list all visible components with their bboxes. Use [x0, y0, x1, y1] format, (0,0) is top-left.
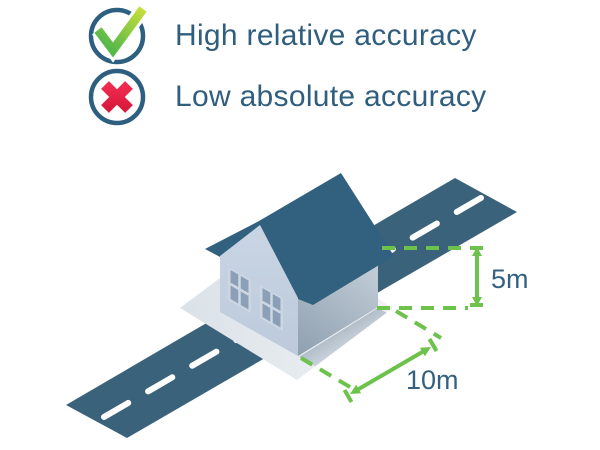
arrowhead-down	[472, 297, 482, 306]
horizontal-dimension-line	[342, 337, 439, 404]
legend-label-relative-accuracy: High relative accuracy	[175, 19, 477, 52]
legend-row-relative-accuracy: High relative accuracy	[85, 4, 477, 68]
house-roof	[205, 173, 394, 305]
circle-outline	[88, 68, 146, 126]
cross-mark	[101, 81, 133, 113]
legend-label-absolute-accuracy: Low absolute accuracy	[175, 80, 487, 113]
measurement-annotations	[299, 246, 483, 404]
check-circle-icon	[88, 4, 149, 65]
vertical-measurement-label: 5m	[491, 264, 529, 294]
guide-line-plot-corner	[394, 309, 443, 340]
arrowhead-left	[350, 384, 362, 394]
legend-row-absolute-accuracy: Low absolute accuracy	[85, 65, 486, 129]
vertical-dimension-line	[470, 246, 483, 307]
circle-outline	[88, 7, 146, 65]
guide-line-house-corner	[299, 356, 357, 392]
cross-circle-icon	[88, 68, 146, 126]
dimension-arrowheads	[350, 247, 482, 394]
horizontal-measurement-label: 10m	[406, 365, 459, 395]
arrowhead-up	[472, 247, 482, 256]
window-mullions	[229, 275, 250, 305]
window-2	[260, 285, 283, 331]
check-mark	[94, 6, 147, 58]
window-1	[228, 267, 251, 313]
window-mullions	[261, 293, 282, 323]
arrowhead-right	[419, 347, 431, 357]
